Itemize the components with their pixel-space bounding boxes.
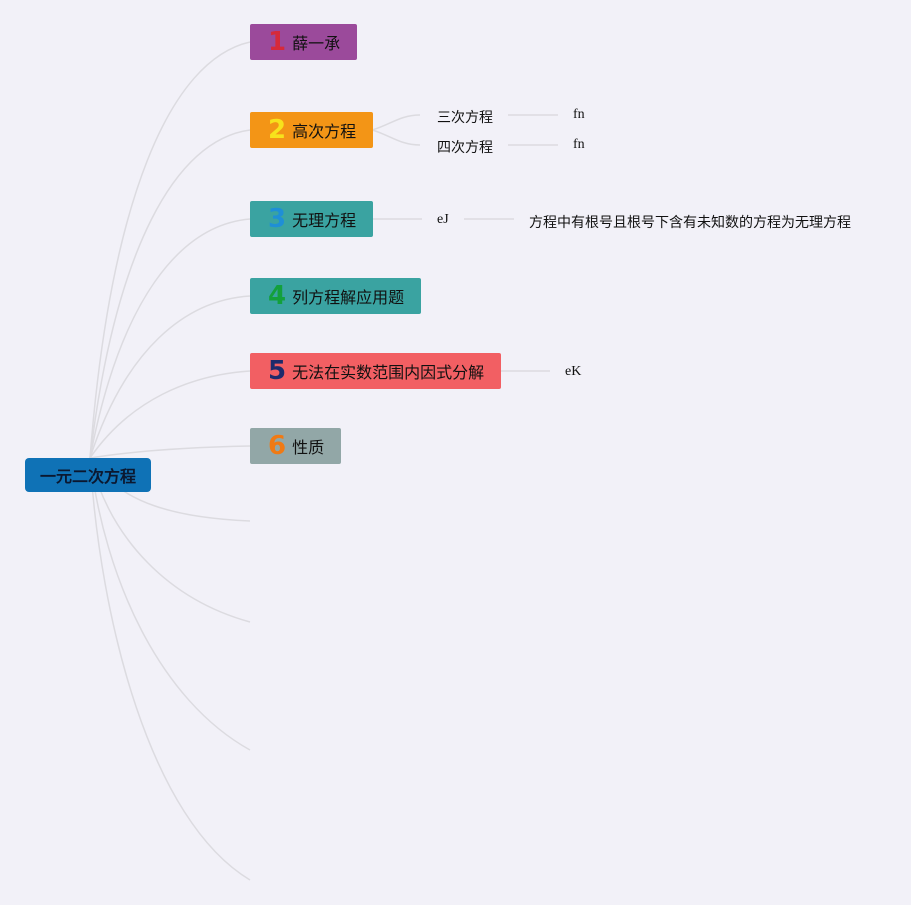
- branch-node-1[interactable]: 1 薛一承: [250, 24, 357, 60]
- branch-label: 无法在实数范围内因式分解: [292, 363, 485, 382]
- root-link-5: [89, 370, 251, 459]
- branch-number: 5: [268, 356, 287, 386]
- branch-label: 薛一承: [292, 34, 341, 53]
- root-link-empty-4: [89, 457, 251, 881]
- subtopic-ek[interactable]: eK: [565, 364, 582, 379]
- detail-sanci-fn[interactable]: fn: [573, 107, 585, 122]
- detail-sici-fn[interactable]: fn: [573, 137, 585, 152]
- root-link-2: [89, 129, 251, 459]
- subtopic-sici[interactable]: 四次方程: [437, 140, 493, 156]
- branch-number: 2: [268, 115, 287, 145]
- branch-number: 6: [268, 431, 287, 461]
- branch-label: 列方程解应用题: [292, 288, 405, 307]
- branch-number: 4: [268, 281, 287, 311]
- link-gaoci-sanci: [371, 114, 421, 131]
- detail-wuli-definition[interactable]: 方程中有根号且根号下含有未知数的方程为无理方程: [529, 215, 851, 231]
- root-link-3: [89, 218, 251, 459]
- subtopic-ej[interactable]: eJ: [437, 212, 449, 227]
- branch-label: 性质: [292, 438, 325, 457]
- branch-number: 3: [268, 204, 287, 234]
- branch-node-5[interactable]: 5 无法在实数范围内因式分解: [250, 353, 501, 389]
- link-gaoci-sici: [371, 129, 421, 146]
- branch-node-6[interactable]: 6 性质: [250, 428, 341, 464]
- root-link-empty-3: [89, 457, 251, 751]
- subtopic-sanci[interactable]: 三次方程: [437, 110, 493, 126]
- branch-number: 1: [268, 27, 287, 57]
- branch-label: 高次方程: [292, 122, 357, 141]
- root-link-1: [89, 41, 251, 459]
- branch-node-3[interactable]: 3 无理方程: [250, 201, 373, 237]
- root-label: 一元二次方程: [39, 467, 136, 486]
- branch-node-4[interactable]: 4 列方程解应用题: [250, 278, 421, 314]
- root-link-4: [89, 295, 251, 459]
- root-link-6: [89, 445, 251, 459]
- branch-label: 无理方程: [292, 211, 357, 230]
- branch-node-2[interactable]: 2 高次方程: [250, 112, 373, 148]
- root-node[interactable]: 一元二次方程: [25, 458, 151, 492]
